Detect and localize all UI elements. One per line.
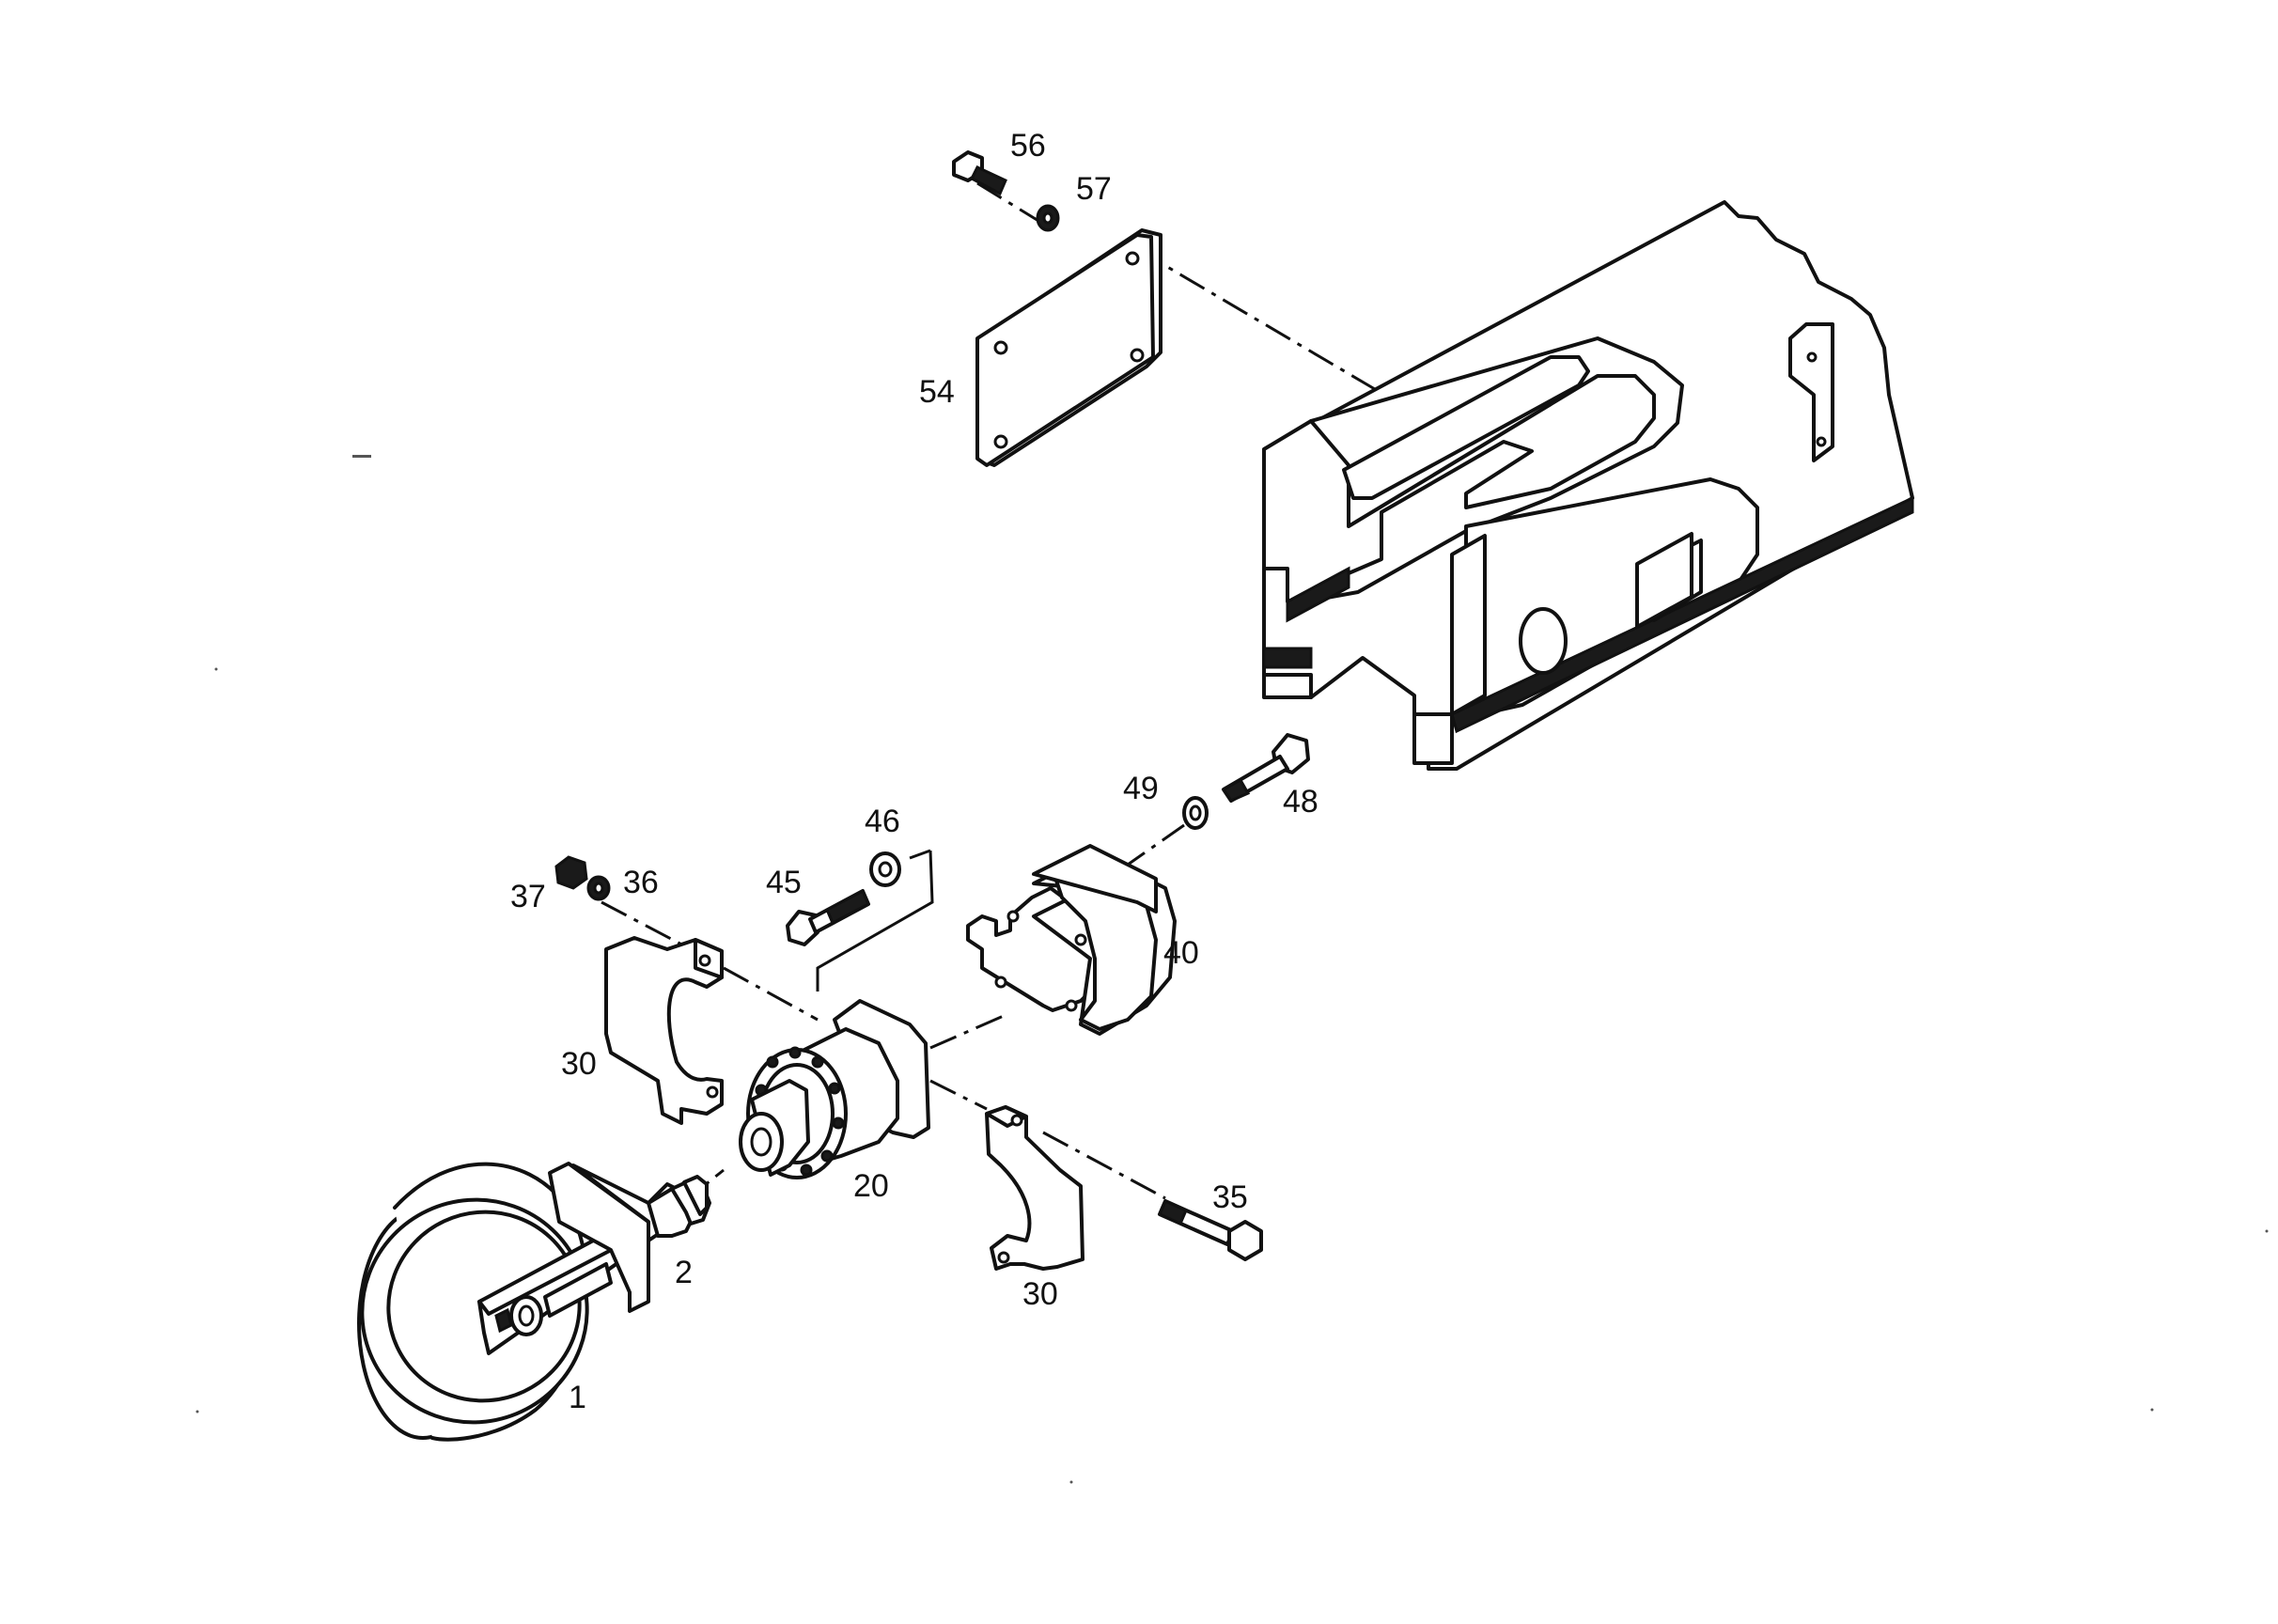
scan-marks <box>195 455 2269 1484</box>
washer-36 <box>586 875 611 901</box>
clamp-30-left <box>604 936 724 1125</box>
clamp-30-right <box>985 1105 1084 1271</box>
nut-37 <box>554 855 588 890</box>
callout-20: 20 <box>853 1168 889 1204</box>
callout-30-right: 30 <box>1022 1276 1058 1312</box>
bolt-48 <box>1221 733 1310 803</box>
callout-57: 57 <box>1076 171 1112 207</box>
callout-2: 2 <box>675 1255 693 1290</box>
callout-46: 46 <box>865 804 900 839</box>
callout-37: 37 <box>510 879 546 914</box>
bolt-45 <box>786 888 870 946</box>
callout-36: 36 <box>623 865 659 900</box>
bracket-lines <box>816 849 934 992</box>
washer-49 <box>1182 796 1209 830</box>
gearbox-40 <box>966 844 1177 1036</box>
callout-1: 1 <box>569 1380 586 1415</box>
bolt-56 <box>952 150 1007 196</box>
yoke-2 <box>548 1162 711 1313</box>
scan-dash-mark <box>352 455 371 458</box>
callout-54: 54 <box>919 374 955 410</box>
callout-30-left: 30 <box>561 1046 597 1082</box>
callout-35: 35 <box>1212 1179 1248 1215</box>
callout-49: 49 <box>1123 771 1159 806</box>
bolt-35 <box>1158 1199 1263 1261</box>
washer-46 <box>869 851 901 887</box>
track-frame <box>1262 200 1914 771</box>
washer-57 <box>1036 204 1060 232</box>
callout-45: 45 <box>766 865 802 900</box>
callout-48: 48 <box>1283 784 1318 820</box>
cover-plate <box>975 228 1162 467</box>
callout-labels: 56 57 54 49 48 46 45 37 36 40 30 20 35 2… <box>510 128 1318 1415</box>
callout-56: 56 <box>1010 128 1046 164</box>
callout-40: 40 <box>1163 935 1199 971</box>
idler-wheel-1 <box>357 1162 632 1442</box>
cylinder-20 <box>739 999 930 1179</box>
